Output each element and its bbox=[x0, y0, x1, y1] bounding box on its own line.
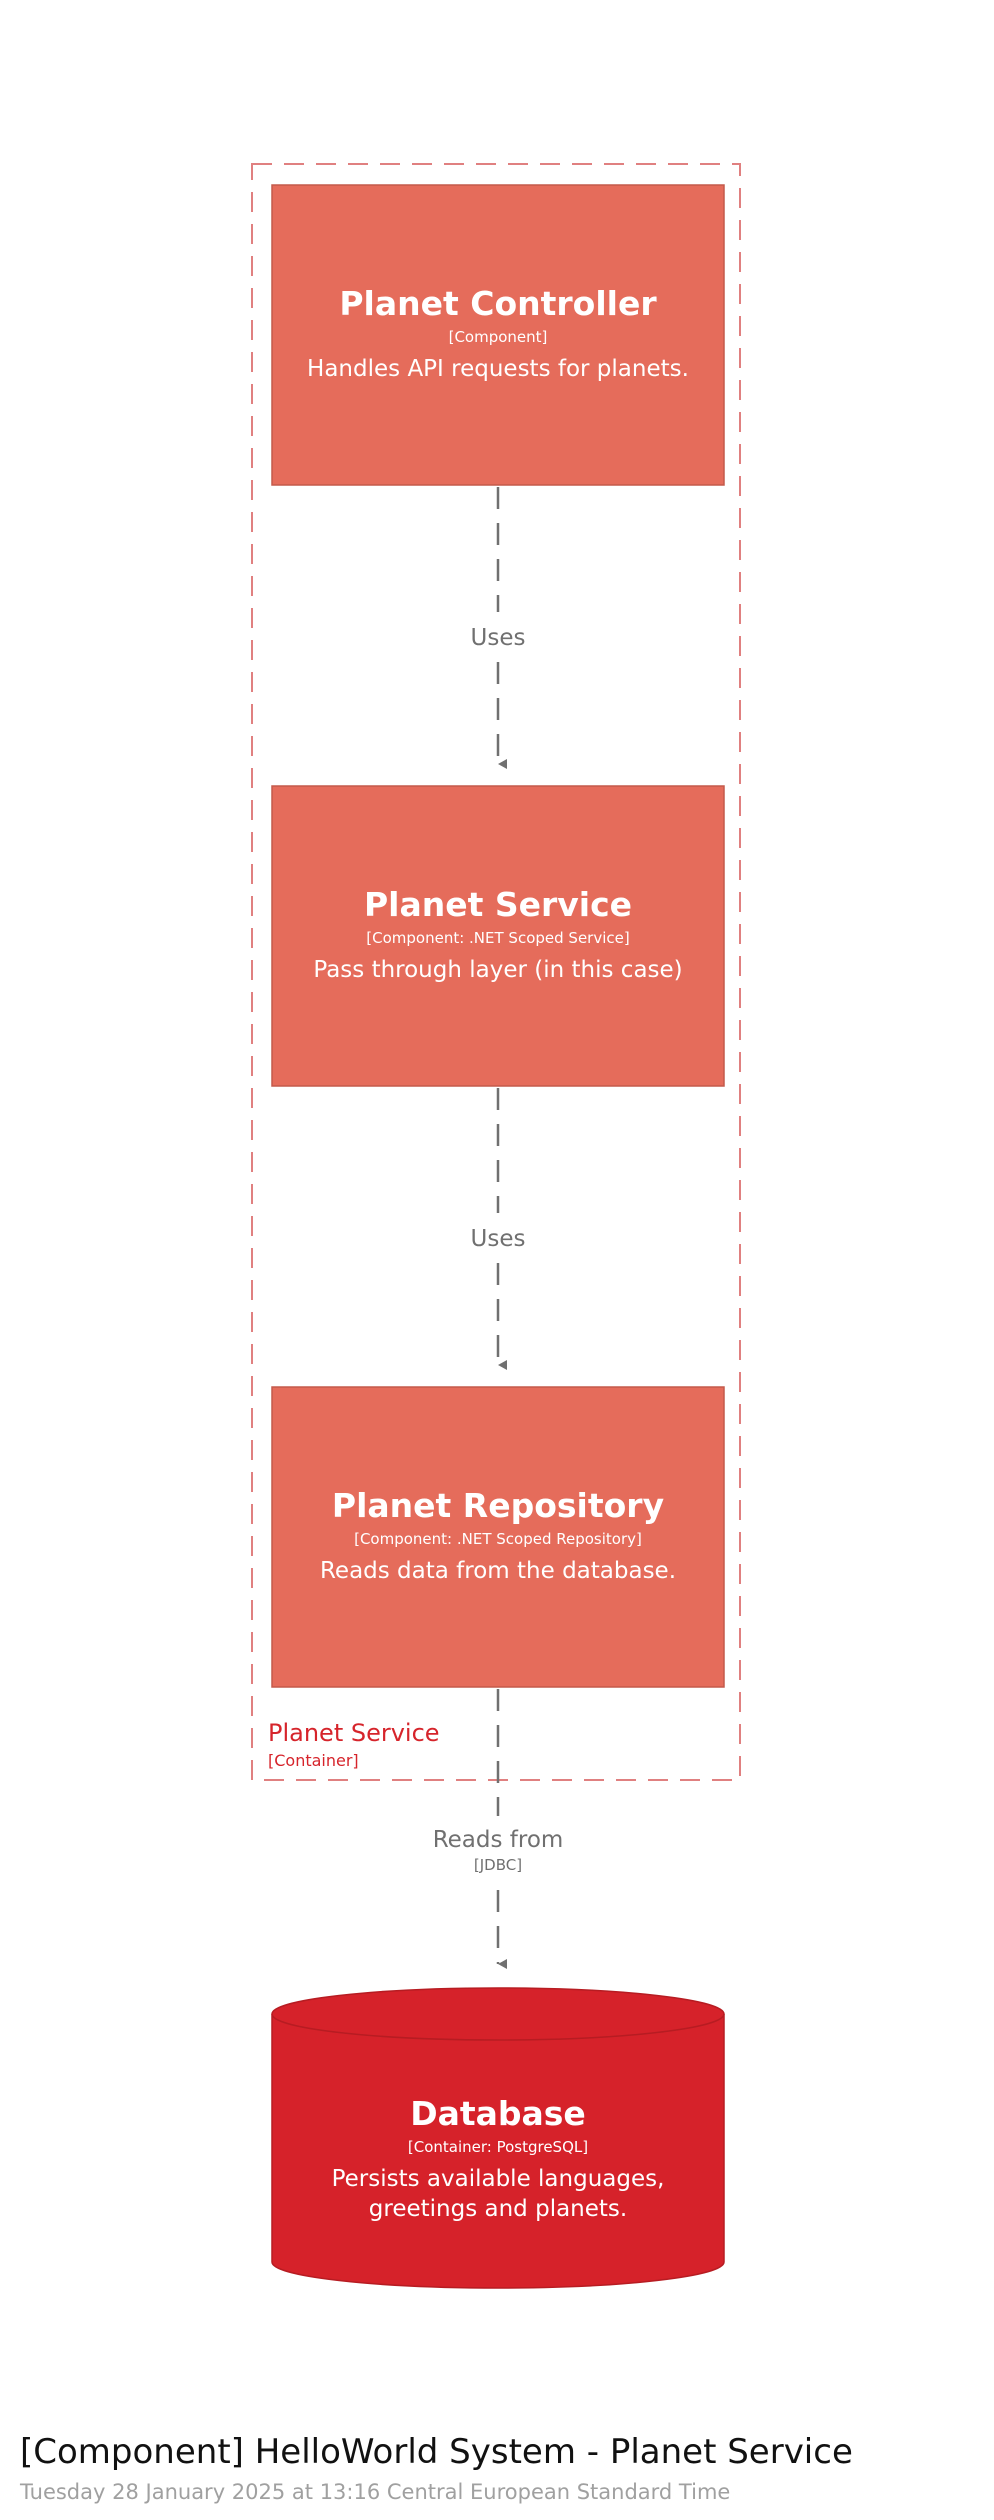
planet-service-box bbox=[271, 785, 725, 1087]
diagram-timestamp: Tuesday 28 January 2025 at 13:16 Central… bbox=[20, 2480, 731, 2504]
planet-controller-component[interactable]: Planet Controller [Component] Handles AP… bbox=[271, 184, 725, 486]
planet-service-description: Pass through layer (in this case) bbox=[313, 957, 682, 983]
database-description-line2: greetings and planets. bbox=[369, 2196, 627, 2222]
edge-label: Uses bbox=[471, 1226, 526, 1252]
boundary-border bbox=[251, 163, 741, 1781]
planet-repository-description: Reads data from the database. bbox=[320, 1558, 676, 1584]
edge-repository-to-database: Reads from [JDBC] bbox=[433, 1689, 564, 1969]
database-cylinder bbox=[271, 1987, 725, 2289]
edge-label: Reads from bbox=[433, 1827, 564, 1853]
database-cylinder-rim bbox=[271, 2013, 725, 2041]
edge-service-to-repository: Uses bbox=[471, 1088, 526, 1370]
planet-repository-type: [Component: .NET Scoped Repository] bbox=[354, 1530, 642, 1548]
planet-controller-box bbox=[271, 184, 725, 486]
planet-service-component[interactable]: Planet Service [Component: .NET Scoped S… bbox=[271, 785, 725, 1087]
edge-technology: [JDBC] bbox=[474, 1856, 522, 1874]
planet-controller-title: Planet Controller bbox=[339, 284, 657, 323]
edge-label: Uses bbox=[471, 625, 526, 651]
planet-controller-description: Handles API requests for planets. bbox=[307, 356, 689, 382]
database-type: [Container: PostgreSQL] bbox=[408, 2138, 588, 2156]
container-boundary: Planet Service [Container] bbox=[251, 163, 741, 1781]
planet-controller-type: [Component] bbox=[449, 328, 548, 346]
database-container[interactable]: Database [Container: PostgreSQL] Persist… bbox=[271, 1987, 725, 2289]
planet-repository-title: Planet Repository bbox=[332, 1486, 664, 1525]
database-title: Database bbox=[410, 2094, 586, 2133]
database-description-line1: Persists available languages, bbox=[332, 2166, 665, 2192]
planet-service-type: [Component: .NET Scoped Service] bbox=[366, 929, 629, 947]
boundary-type: [Container] bbox=[268, 1751, 359, 1770]
planet-repository-box bbox=[271, 1386, 725, 1688]
edge-controller-to-service: Uses bbox=[471, 487, 526, 769]
planet-repository-component[interactable]: Planet Repository [Component: .NET Scope… bbox=[271, 1386, 725, 1688]
boundary-name: Planet Service bbox=[268, 1719, 440, 1747]
planet-service-title: Planet Service bbox=[364, 885, 632, 924]
diagram-title: [Component] HelloWorld System - Planet S… bbox=[20, 2432, 853, 2472]
